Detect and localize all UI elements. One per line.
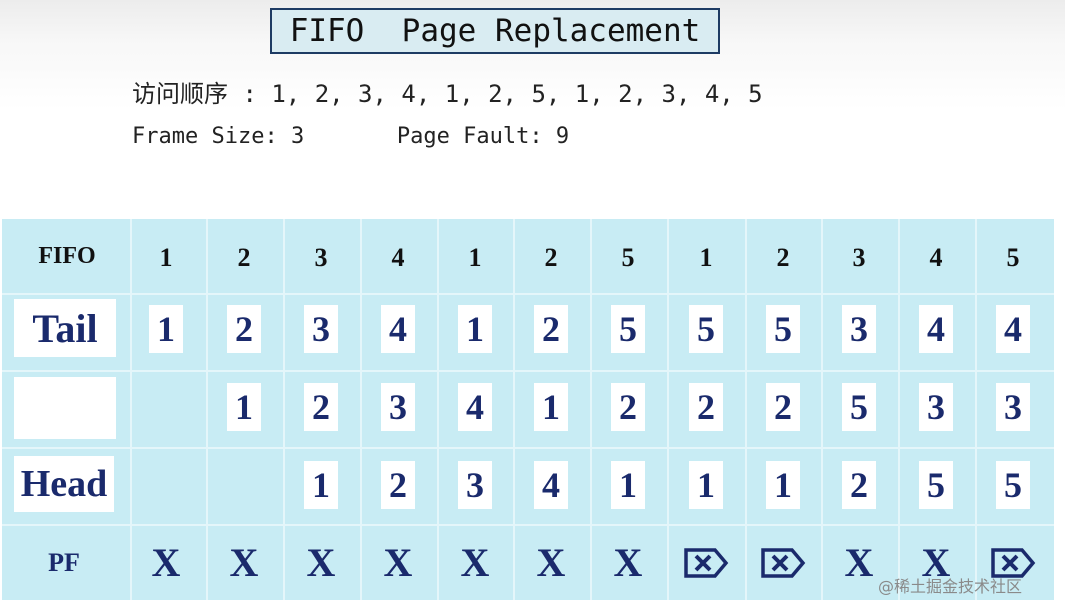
frame-cell-tail: 2: [227, 305, 261, 353]
column-header: 5: [621, 243, 635, 272]
column-divider: [667, 219, 669, 600]
column-header: 4: [929, 243, 943, 272]
row-label-head: Head: [14, 456, 114, 512]
frame-size: Frame Size: 3: [132, 124, 305, 149]
access-order-line: 访问顺序 : 1, 2, 3, 4, 1, 2, 5, 1, 2, 3, 4, …: [132, 74, 763, 109]
frame-cell-middle: 1: [227, 383, 261, 431]
page-fault-mark: X: [383, 540, 413, 585]
column-divider: [590, 219, 592, 600]
column-header: 3: [314, 243, 328, 272]
page-fault-mark: X: [613, 540, 643, 585]
column-divider: [513, 219, 515, 600]
column-divider: [821, 219, 823, 600]
column-divider: [206, 219, 208, 600]
column-header: 2: [776, 243, 790, 272]
boxed-x-tag-icon: [761, 548, 806, 578]
row-label-middle: [14, 377, 116, 439]
frame-cell-head: 2: [381, 461, 415, 509]
frame-cell-tail: 3: [304, 305, 338, 353]
page-title: FIFO Page Replacement: [270, 8, 720, 54]
frame-cell-middle: 3: [919, 383, 953, 431]
access-order-label: 访问顺序 :: [132, 80, 272, 108]
column-header: 1: [468, 243, 482, 272]
row-label-tail: Tail: [14, 299, 116, 357]
frame-cell-head: 2: [842, 461, 876, 509]
frame-cell-head: 1: [611, 461, 645, 509]
frame-cell-head: 5: [996, 461, 1030, 509]
frame-cell-middle: 1: [534, 383, 568, 431]
column-divider: [975, 219, 977, 600]
frame-cell-middle: 5: [842, 383, 876, 431]
frame-cell-head: 4: [534, 461, 568, 509]
column-header: 1: [159, 243, 173, 272]
frame-cell-tail: 5: [766, 305, 800, 353]
row-divider: [2, 370, 1054, 372]
frame-cell-tail: 4: [919, 305, 953, 353]
column-divider: [283, 219, 285, 600]
column-divider: [898, 219, 900, 600]
frame-cell-tail: 4: [381, 305, 415, 353]
row-divider: [2, 293, 1054, 295]
frame-cell-middle: 3: [381, 383, 415, 431]
boxed-x-tag-icon: [991, 548, 1036, 578]
frame-cell-head: 3: [458, 461, 492, 509]
frame-cell-head: 5: [919, 461, 953, 509]
frame-cell-tail: 4: [996, 305, 1030, 353]
frame-cell-middle: 4: [458, 383, 492, 431]
access-order-values: 1, 2, 3, 4, 1, 2, 5, 1, 2, 3, 4, 5: [271, 80, 763, 108]
column-header: 1: [699, 243, 713, 272]
frame-cell-tail: 5: [611, 305, 645, 353]
stats-line: Frame Size: 3 Page Fault: 9: [132, 124, 569, 149]
page-fault-mark: X: [921, 540, 951, 585]
column-divider: [130, 219, 132, 600]
page-fault-mark: X: [460, 540, 490, 585]
frame-cell-tail: 2: [534, 305, 568, 353]
row-label-pf: PF: [48, 548, 80, 577]
row-divider: [2, 524, 1054, 526]
column-header: 5: [1006, 243, 1020, 272]
column-header: 2: [237, 243, 251, 272]
frame-cell-middle: 3: [996, 383, 1030, 431]
corner-label: FIFO: [38, 243, 96, 269]
frame-cell-tail: 1: [458, 305, 492, 353]
page-fault-mark: X: [151, 540, 181, 585]
frame-cell-middle: 2: [611, 383, 645, 431]
column-header: 3: [852, 243, 866, 272]
frame-cell-head: 1: [689, 461, 723, 509]
frame-cell-middle: 2: [304, 383, 338, 431]
page-fault-mark: X: [536, 540, 566, 585]
page-fault-mark: X: [844, 540, 874, 585]
frame-cell-middle: 2: [689, 383, 723, 431]
column-divider: [360, 219, 362, 600]
page-fault-mark: X: [306, 540, 336, 585]
row-divider: [2, 447, 1054, 449]
frame-cell-middle: 2: [766, 383, 800, 431]
boxed-x-tag-icon: [684, 548, 729, 578]
page-fault-mark: X: [229, 540, 259, 585]
column-divider: [437, 219, 439, 600]
frame-cell-tail: 1: [149, 305, 183, 353]
frame-cell-tail: 3: [842, 305, 876, 353]
column-header: 2: [544, 243, 558, 272]
watermark: @稀土掘金技术社区: [878, 577, 1023, 596]
frame-cell-head: 1: [304, 461, 338, 509]
column-divider: [745, 219, 747, 600]
frame-cell-tail: 5: [689, 305, 723, 353]
frame-cell-head: 1: [766, 461, 800, 509]
column-header: 4: [391, 243, 405, 272]
page-fault-count: Page Fault: 9: [396, 124, 570, 149]
